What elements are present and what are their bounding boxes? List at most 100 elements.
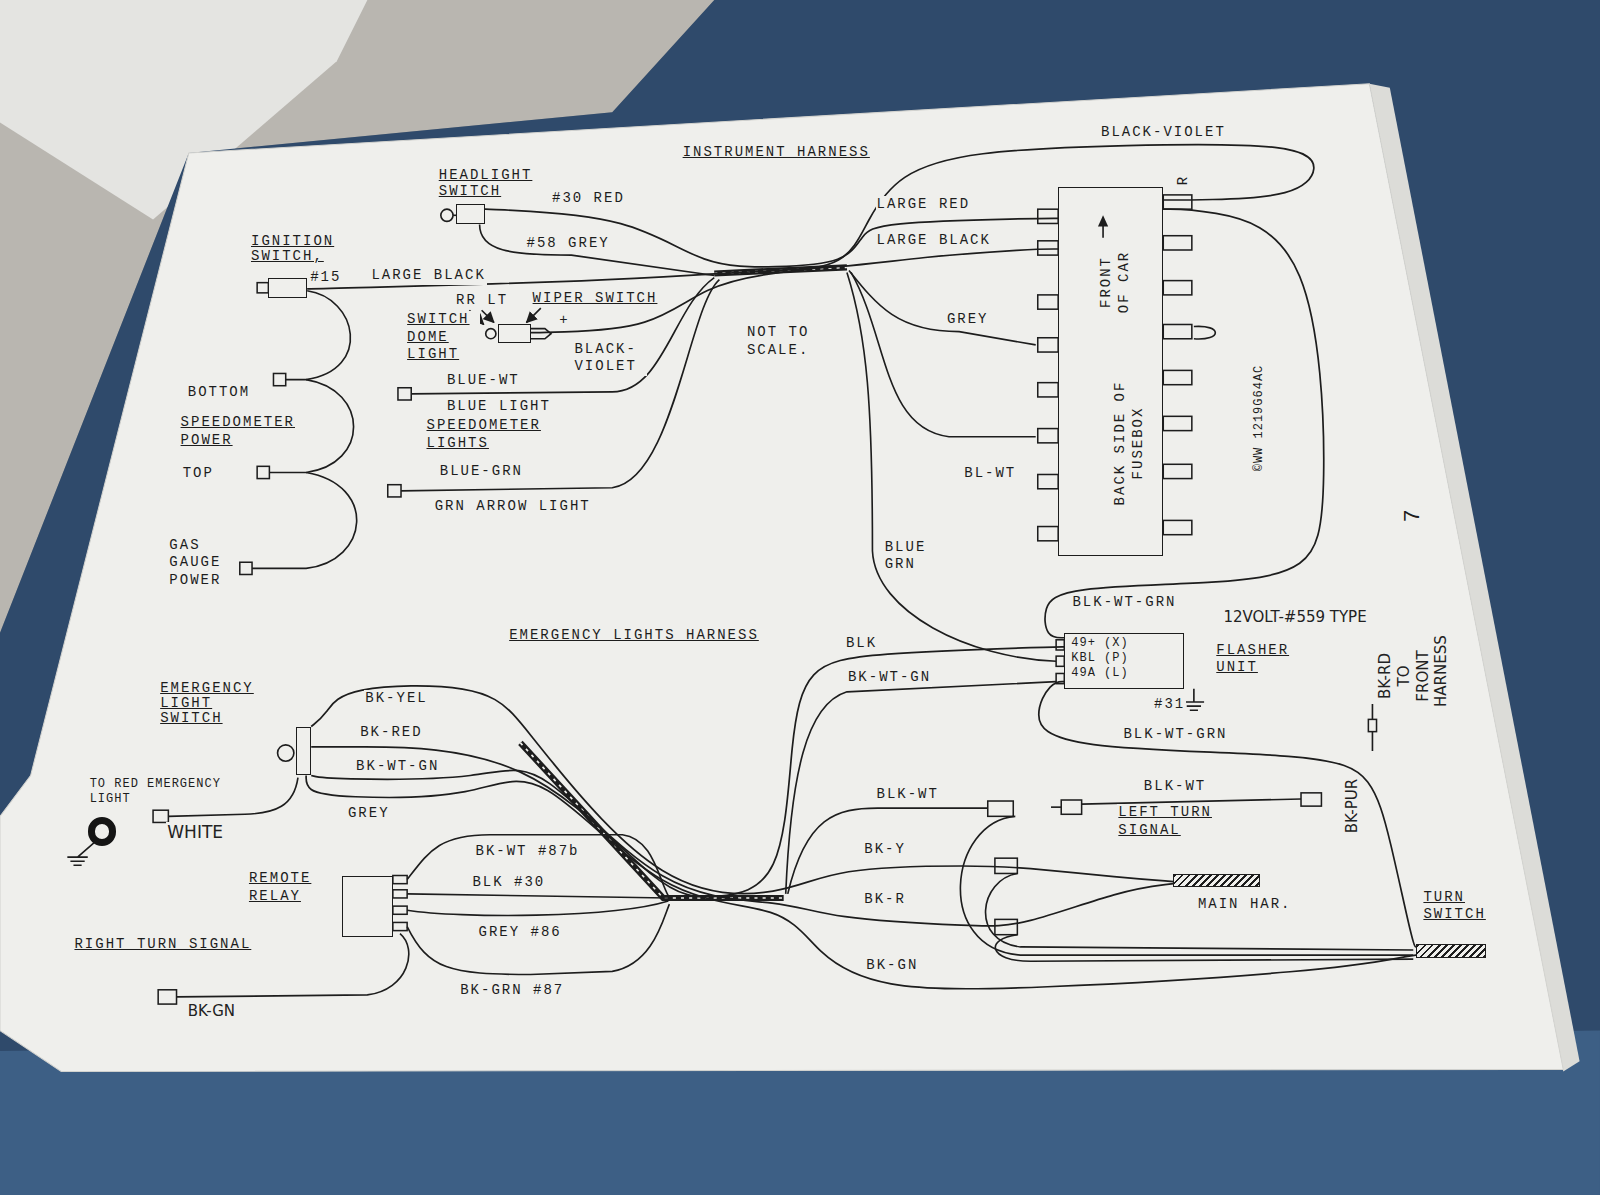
wire [847,272,1056,661]
wire-label: WHITE [166,822,224,843]
fuse-tab [1038,429,1058,443]
wire-label: LARGE BLACK [876,232,992,250]
wire-label: BK-WT #87b [474,843,580,861]
wire-label: BK-WT-GN [847,669,932,687]
connector [995,858,1017,873]
wire-label: BLUE-GRN [439,463,524,481]
switch-box: WIPER SWITCH [498,324,531,342]
terminal [388,485,401,497]
wire-label: BK-R [863,891,907,909]
pin-label: 49A (L) [1071,666,1128,681]
wire-label: ©WW 1219G64AC [1252,364,1267,473]
wire [849,270,1036,344]
wire-label: BLK-WT-GRN [1071,594,1177,612]
connector [988,801,1014,816]
fuse-tab [1038,241,1058,255]
wire-label: BLACK- VIOLET [573,341,647,376]
wire [286,291,351,380]
switch-knob [486,329,496,339]
wire-label: SPEEDOMETER LIGHTS [426,417,552,452]
fuse-tab [1163,195,1192,209]
wire-label: BLK #30 [471,874,546,892]
wire [1194,326,1215,339]
wire-label: GRN ARROW LIGHT [434,498,592,516]
fuse-tab [1163,416,1192,430]
switch-box: IGNITION SWITCH, [268,278,307,298]
connector [1061,800,1081,814]
component-label: TURN SWITCH [1422,889,1498,924]
fuse-tab [1038,474,1058,488]
component-label: FRONT OF CAR [1098,245,1133,319]
wire [311,770,1173,926]
wire [480,224,715,275]
wire [401,280,719,491]
wire [306,775,1416,988]
wire [407,904,669,974]
wire [311,647,1064,897]
wire-label: EMERGENCY LIGHTS HARNESS [508,627,760,645]
wire [307,249,1058,289]
fuse-tab [1163,520,1192,534]
wire-label: R [1175,173,1193,185]
wire-label: GAS GAUGE POWER [168,537,234,590]
switch-knob [257,283,268,293]
wire-label: BK-PUR [1343,778,1362,834]
wire-label: RR LT [455,292,509,310]
wire-label: NOT TO SCALE. [746,324,822,359]
wire [788,808,988,894]
wire-label: BK-RED [359,724,423,742]
component-label: MAIN HAR. [1197,896,1293,914]
terminal [398,388,411,400]
terminal [158,990,176,1004]
wire-label: BLK-WT [1143,778,1207,796]
wire-label: BLUE GRN [884,539,938,574]
pin [1056,640,1064,650]
wire [485,209,1058,267]
wire [1045,209,1324,638]
harness-connector: TURN SWITCH [1416,944,1485,958]
wire-label: BK-WT-GN [355,758,440,776]
switch-box: HEADLIGHT SWITCH [456,204,485,224]
fuse-tab [1038,383,1058,397]
wire-label: INSTRUMENT HARNESS [682,144,871,162]
emergency-lamp: TO RED EMERGENCY LIGHT [88,817,117,846]
terminal [1301,793,1321,806]
component-label: BACK SIDE OF FUSEBOX [1111,372,1146,514]
flasher-unit: 49+ (X)KBL (P)49A (L)FLASHER UNIT [1064,633,1183,689]
wire-label: BLUE-WT [446,372,521,390]
wire-label: BK-YEL [364,690,428,708]
fuse-tab [1163,324,1192,338]
component-label: HEADLIGHT SWITCH [438,168,540,199]
fuse-tab [1038,209,1058,223]
wire-label: BOTTOM [187,384,251,402]
component-label: EMERGENCY LIGHT SWITCH [159,681,267,727]
wire-label: GREY #86 [478,924,563,942]
pointer-arrow [527,308,541,322]
wire [851,272,1036,436]
wire-label: #58 GREY [526,235,611,253]
fuse-tab [1163,236,1192,250]
component-label: WIPER SWITCH [532,290,659,308]
wire-label: LEFT TURN SIGNAL [1117,804,1233,839]
pointer-arrow [482,310,494,322]
switch-knob [278,745,294,761]
terminal [153,810,168,822]
fuse-tab [1163,464,1192,478]
wire [407,894,668,898]
wire-label: BK-GN [865,957,919,975]
pin [1056,656,1064,666]
wire-label: 7 [1401,507,1429,524]
wire-label: + [558,312,570,330]
component-label: FLASHER UNIT [1215,642,1309,677]
terminal [240,562,252,574]
wire [1051,806,1061,808]
paper [0,84,1563,1072]
wire-label: TOP [182,465,215,483]
wire-label: BK-RD TO FRONT HARNESS [1376,644,1451,708]
relay-box: REMOTE RELAY [342,876,393,937]
ground-symbol [67,843,94,865]
